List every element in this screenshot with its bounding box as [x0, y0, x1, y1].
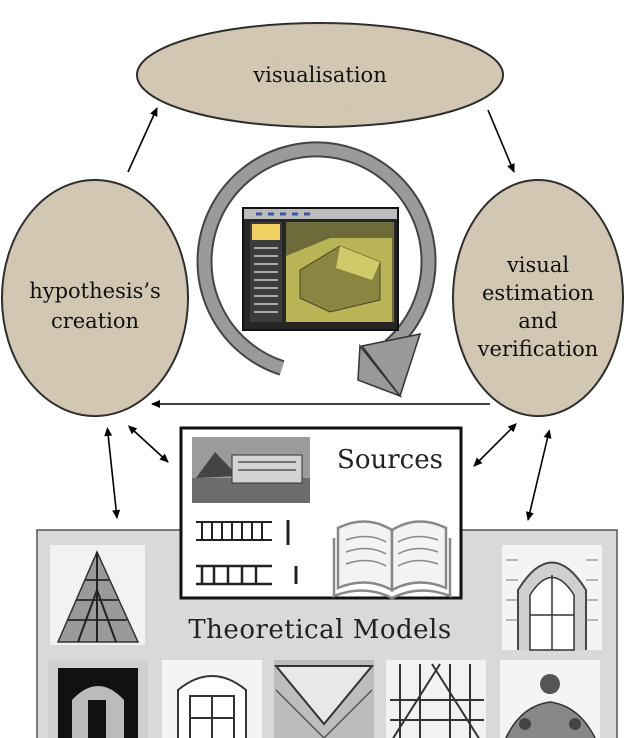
arrow-verification-sources — [473, 423, 517, 467]
arrow-verification-models — [525, 429, 552, 521]
model-image-roof-valley — [273, 660, 375, 738]
node-visual-estimation-verification: visual estimation and verification — [452, 179, 624, 417]
arrow-hypothesis-models — [104, 427, 121, 519]
sources-box: Sources — [179, 426, 463, 600]
sources-label: Sources — [337, 445, 443, 475]
verification-label-line1: visual — [506, 253, 569, 277]
node-visualisation: visualisation — [136, 22, 504, 128]
3d-software-screenshot — [242, 207, 399, 331]
model-image-stepped-gable — [50, 545, 145, 645]
model-image-gothic-window — [502, 545, 602, 651]
arrow-visualisation-to-verification — [487, 109, 515, 173]
model-image-timber-frame — [386, 660, 486, 738]
theoretical-models-label: Theoretical Models — [188, 615, 451, 645]
node-hypothesis-creation: hypothesis’s creation — [1, 179, 189, 417]
verification-label-line3: and — [518, 309, 558, 333]
circular-arrow-icon — [196, 141, 437, 398]
source-image-drawings — [192, 514, 300, 589]
arrow-hypothesis-to-visualisation — [127, 107, 158, 173]
visualisation-label: visualisation — [252, 63, 386, 87]
connector-arrows — [104, 107, 552, 521]
model-image-dark-arch — [48, 660, 148, 738]
open-book-icon — [332, 520, 452, 600]
verification-label-line4: verification — [477, 337, 599, 361]
hypothesis-label-line1: hypothesis’s — [29, 279, 161, 303]
model-image-ornament — [500, 660, 600, 738]
verification-label-line2: estimation — [482, 281, 594, 305]
hypothesis-label-line2: creation — [51, 309, 139, 333]
source-image-photo — [192, 437, 310, 503]
arrow-hypothesis-sources — [127, 425, 169, 463]
model-image-window-frame — [162, 660, 262, 738]
